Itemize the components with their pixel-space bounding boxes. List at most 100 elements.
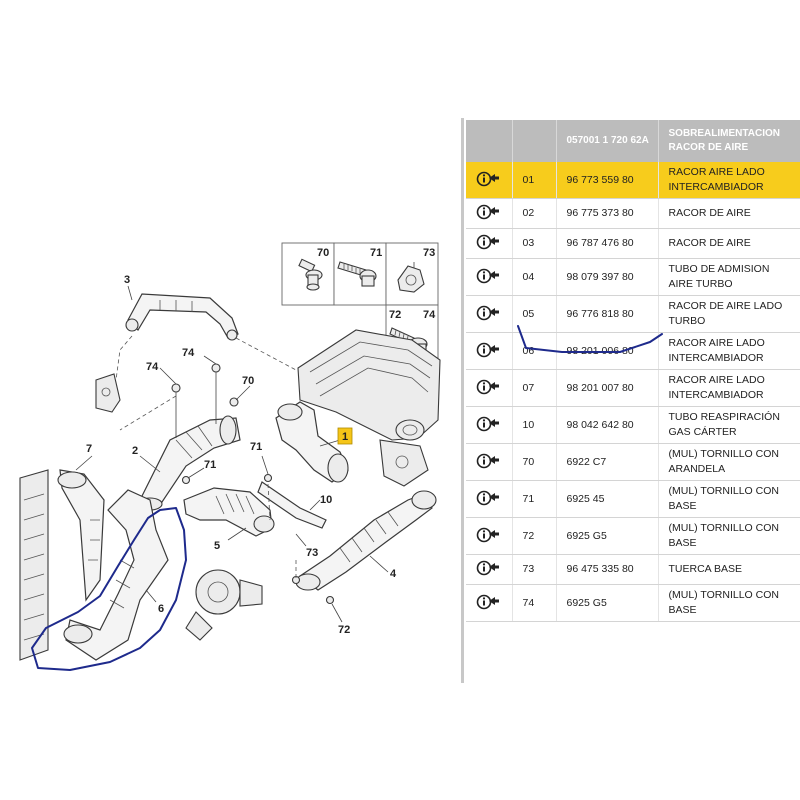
- hose-7-drawing: [57, 469, 105, 602]
- exploded-parts-diagram: 70 71 73 72 74: [19, 242, 441, 671]
- info-cell[interactable]: [466, 295, 513, 333]
- row-ref: 70: [512, 443, 557, 481]
- info-share-icon[interactable]: [476, 169, 502, 187]
- panel-divider: [461, 118, 464, 683]
- info-cell[interactable]: [466, 443, 513, 481]
- row-ref: 07: [512, 369, 557, 407]
- screw-with-washer-icon: [298, 258, 323, 291]
- callout-74-left: 74: [146, 361, 159, 373]
- info-share-icon[interactable]: [476, 303, 502, 321]
- row-part-number: 96 787 476 80: [556, 228, 659, 259]
- info-share-icon[interactable]: [476, 488, 502, 506]
- table-row-10[interactable]: 10 98 042 642 80 TUBO REASPIRACIÓN GAS C…: [466, 406, 800, 444]
- header-part-number-column: 057001 1 720 62A: [556, 120, 659, 162]
- hose-2-drawing: [137, 415, 241, 511]
- inset-label-74: 74: [423, 309, 436, 321]
- table-header-row: 057001 1 720 62A SOBREALIMENTACION RACOR…: [466, 120, 800, 162]
- row-description: TUBO REASPIRACIÓN GAS CÁRTER: [658, 406, 800, 444]
- table-row-02[interactable]: 02 96 775 373 80 RACOR DE AIRE: [466, 198, 800, 229]
- turbo-pipe-5-drawing: [183, 487, 275, 537]
- info-cell[interactable]: [466, 480, 513, 518]
- info-share-icon[interactable]: [476, 451, 502, 469]
- row-description: (MUL) TORNILLO CON ARANDELA: [658, 443, 800, 481]
- info-cell[interactable]: [466, 517, 513, 555]
- info-share-icon[interactable]: [476, 202, 502, 220]
- callout-labels: 3 74 74 70 1 7 2 71 71 10 5 73 4 6 72: [86, 274, 397, 636]
- info-cell[interactable]: [466, 554, 513, 585]
- callout-1: 1: [342, 431, 348, 443]
- callout-70: 70: [242, 375, 254, 387]
- table-row-06[interactable]: 06 98 201 006 80 RACOR AIRE LADO INTERCA…: [466, 332, 800, 370]
- info-cell[interactable]: [466, 332, 513, 370]
- row-ref: 03: [512, 228, 557, 259]
- table-row-71[interactable]: 71 6925 45 (MUL) TORNILLO CON BASE: [466, 480, 800, 518]
- row-ref: 05: [512, 295, 557, 333]
- hose-3-drawing: [125, 293, 239, 341]
- table-row-01[interactable]: 01 96 773 559 80 RACOR AIRE LADO INTERCA…: [466, 162, 800, 199]
- row-description: (MUL) TORNILLO CON BASE: [658, 517, 800, 555]
- row-description: (MUL) TORNILLO CON BASE: [658, 584, 800, 622]
- hand-drawn-circle-annotation: [31, 507, 187, 671]
- info-share-icon[interactable]: [476, 558, 502, 576]
- nut-base-icon: [397, 262, 425, 293]
- info-cell[interactable]: [466, 584, 513, 622]
- table-row-03[interactable]: 03 96 787 476 80 RACOR DE AIRE: [466, 228, 800, 259]
- row-description: RACOR AIRE LADO INTERCAMBIADOR: [658, 162, 800, 199]
- info-share-icon[interactable]: [476, 377, 502, 395]
- callout-10: 10: [320, 494, 332, 506]
- callout-6: 6: [158, 603, 164, 615]
- info-share-icon[interactable]: [476, 266, 502, 284]
- row-part-number: 98 042 642 80: [556, 406, 659, 444]
- table-row-70[interactable]: 70 6922 C7 (MUL) TORNILLO CON ARANDELA: [466, 443, 800, 481]
- row-ref: 10: [512, 406, 557, 444]
- info-share-icon[interactable]: [476, 592, 502, 610]
- hose-6-drawing: [63, 489, 169, 661]
- info-cell[interactable]: [466, 258, 513, 296]
- callout-7: 7: [86, 443, 92, 455]
- info-share-icon[interactable]: [476, 340, 502, 358]
- callout-71-right: 71: [250, 441, 262, 453]
- callout-73: 73: [306, 547, 318, 559]
- header-description-column: SOBREALIMENTACION RACOR DE AIRE: [658, 120, 800, 162]
- row-ref: 72: [512, 517, 557, 555]
- info-share-icon[interactable]: [476, 525, 502, 543]
- intercooler-drawing: [19, 469, 49, 661]
- row-ref: 71: [512, 480, 557, 518]
- table-row-74[interactable]: 74 6925 G5 (MUL) TORNILLO CON BASE: [466, 584, 800, 622]
- row-part-number: 6922 C7: [556, 443, 659, 481]
- table-row-04[interactable]: 04 98 079 397 80 TUBO DE ADMISION AIRE T…: [466, 258, 800, 296]
- parts-list-table: 057001 1 720 62A SOBREALIMENTACION RACOR…: [466, 120, 800, 622]
- callout-5: 5: [214, 540, 220, 552]
- row-part-number: 6925 G5: [556, 517, 659, 555]
- row-ref: 01: [512, 162, 557, 199]
- breather-tube-10-drawing: [257, 481, 327, 529]
- table-row-72[interactable]: 72 6925 G5 (MUL) TORNILLO CON BASE: [466, 517, 800, 555]
- info-cell[interactable]: [466, 162, 513, 199]
- table-row-07[interactable]: 07 98 201 007 80 RACOR AIRE LADO INTERCA…: [466, 369, 800, 407]
- intake-tube-4-drawing: [295, 490, 437, 591]
- bracket-drawing: [95, 373, 121, 413]
- row-06-ink-underline: [517, 325, 663, 353]
- header-icon-column: [466, 120, 513, 162]
- header-ref-column: [512, 120, 557, 162]
- row-part-number: 96 773 559 80: [556, 162, 659, 199]
- callout-72: 72: [338, 624, 350, 636]
- info-cell[interactable]: [466, 406, 513, 444]
- row-description: (MUL) TORNILLO CON BASE: [658, 480, 800, 518]
- screw-with-base-icon: [337, 261, 377, 287]
- row-part-number: 98 079 397 80: [556, 258, 659, 296]
- leader-lines: [75, 285, 389, 623]
- info-cell[interactable]: [466, 369, 513, 407]
- row-description: TUERCA BASE: [658, 554, 800, 585]
- row-description: TUBO DE ADMISION AIRE TURBO: [658, 258, 800, 296]
- info-cell[interactable]: [466, 228, 513, 259]
- table-row-05[interactable]: 05 96 776 818 80 RACOR DE AIRE LADO TURB…: [466, 295, 800, 333]
- table-row-73[interactable]: 73 96 475 335 80 TUERCA BASE: [466, 554, 800, 585]
- row-ref: 02: [512, 198, 557, 229]
- info-share-icon[interactable]: [476, 232, 502, 250]
- info-share-icon[interactable]: [476, 414, 502, 432]
- info-cell[interactable]: [466, 198, 513, 229]
- row-description: RACOR AIRE LADO INTERCAMBIADOR: [658, 369, 800, 407]
- callout-3: 3: [124, 274, 130, 286]
- row-description: RACOR DE AIRE: [658, 228, 800, 259]
